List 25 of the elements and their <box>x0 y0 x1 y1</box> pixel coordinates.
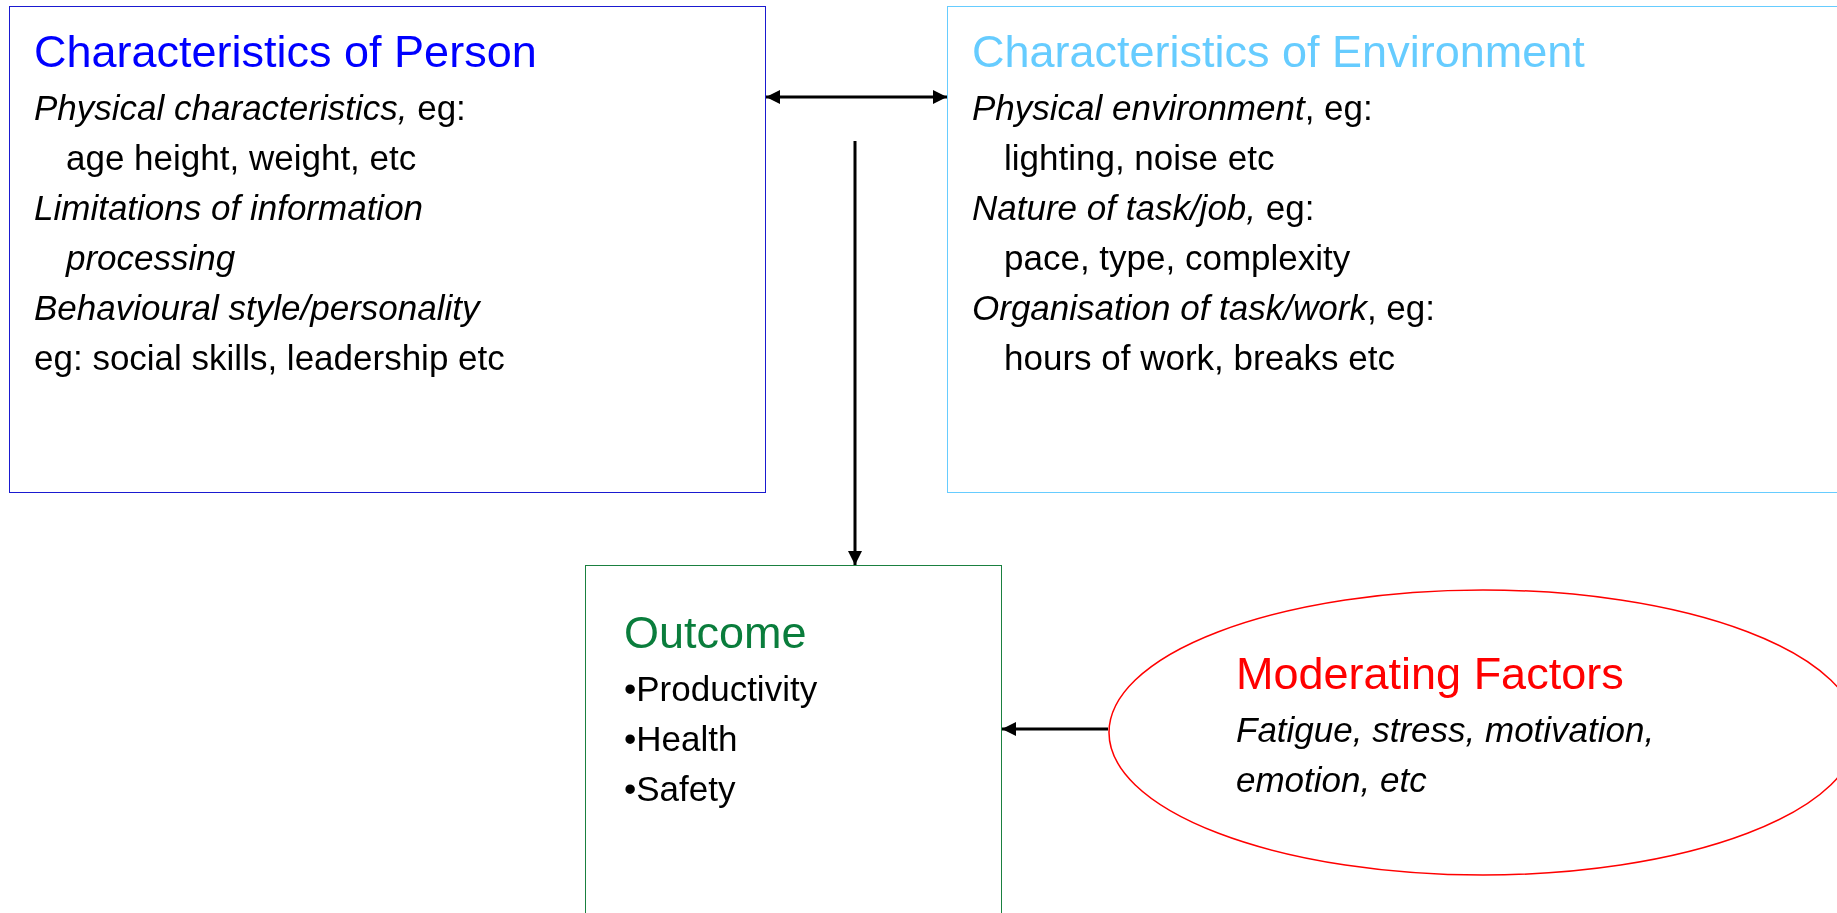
body-text: pace, type, complexity <box>1003 237 1352 279</box>
body-text: age height, weight, etc <box>65 137 418 179</box>
body-text: •Health <box>624 718 739 760</box>
heading: Moderating Factors <box>1236 647 1625 701</box>
arrow <box>766 90 947 104</box>
body-text: Physical characteristics, eg: <box>34 87 467 129</box>
body-text: Physical environment, eg: <box>972 87 1374 129</box>
body-text: hours of work, breaks etc <box>1003 337 1396 379</box>
heading: Outcome <box>624 606 808 660</box>
heading: Characteristics of Environment <box>972 25 1586 79</box>
body-text: Organisation of task/work, eg: <box>972 287 1436 329</box>
person-box <box>9 6 766 493</box>
heading: Characteristics of Person <box>34 25 538 79</box>
body-text: Behavioural style/personality <box>34 287 482 329</box>
body-text: •Productivity <box>624 668 819 710</box>
arrow <box>848 141 862 565</box>
body-text: Fatigue, stress, motivation, emotion, etc <box>1236 709 1656 801</box>
body-text: eg: social skills, leadership etc <box>34 337 506 379</box>
body-text: Limitations of information processing <box>34 187 425 279</box>
body-text: •Safety <box>624 768 737 810</box>
environment-box <box>947 6 1837 493</box>
arrow <box>1002 722 1108 736</box>
outcome-box <box>585 565 1002 913</box>
body-text: lighting, noise etc <box>1003 137 1276 179</box>
body-text: Nature of task/job, eg: <box>972 187 1316 229</box>
